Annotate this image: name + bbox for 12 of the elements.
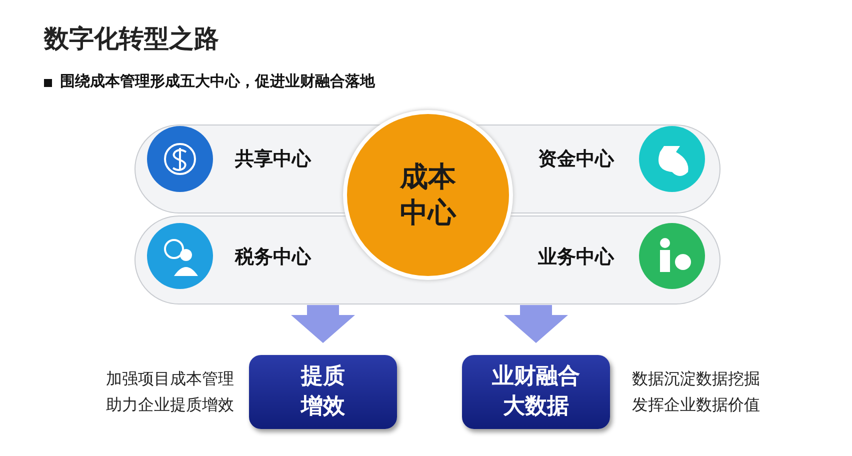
center-label: 税务中心	[235, 244, 311, 270]
center-label: 共享中心	[235, 146, 311, 172]
title: 数字化转型之路	[44, 23, 219, 55]
description-text: 加强项目成本管理助力企业提质增效	[105, 368, 234, 416]
down-arrow	[504, 305, 568, 343]
subtitle: 围绕成本管理形成五大中心，促进业财融合落地	[60, 72, 375, 91]
description-text: 数据沉淀数据挖掘发挥企业数据价值	[632, 368, 761, 416]
center-label: 资金中心	[538, 146, 614, 172]
result-box: 提质增效	[249, 355, 397, 429]
down-arrow	[291, 305, 355, 343]
result-box: 业财融合大数据	[462, 355, 610, 429]
center-label: 业务中心	[538, 244, 614, 270]
